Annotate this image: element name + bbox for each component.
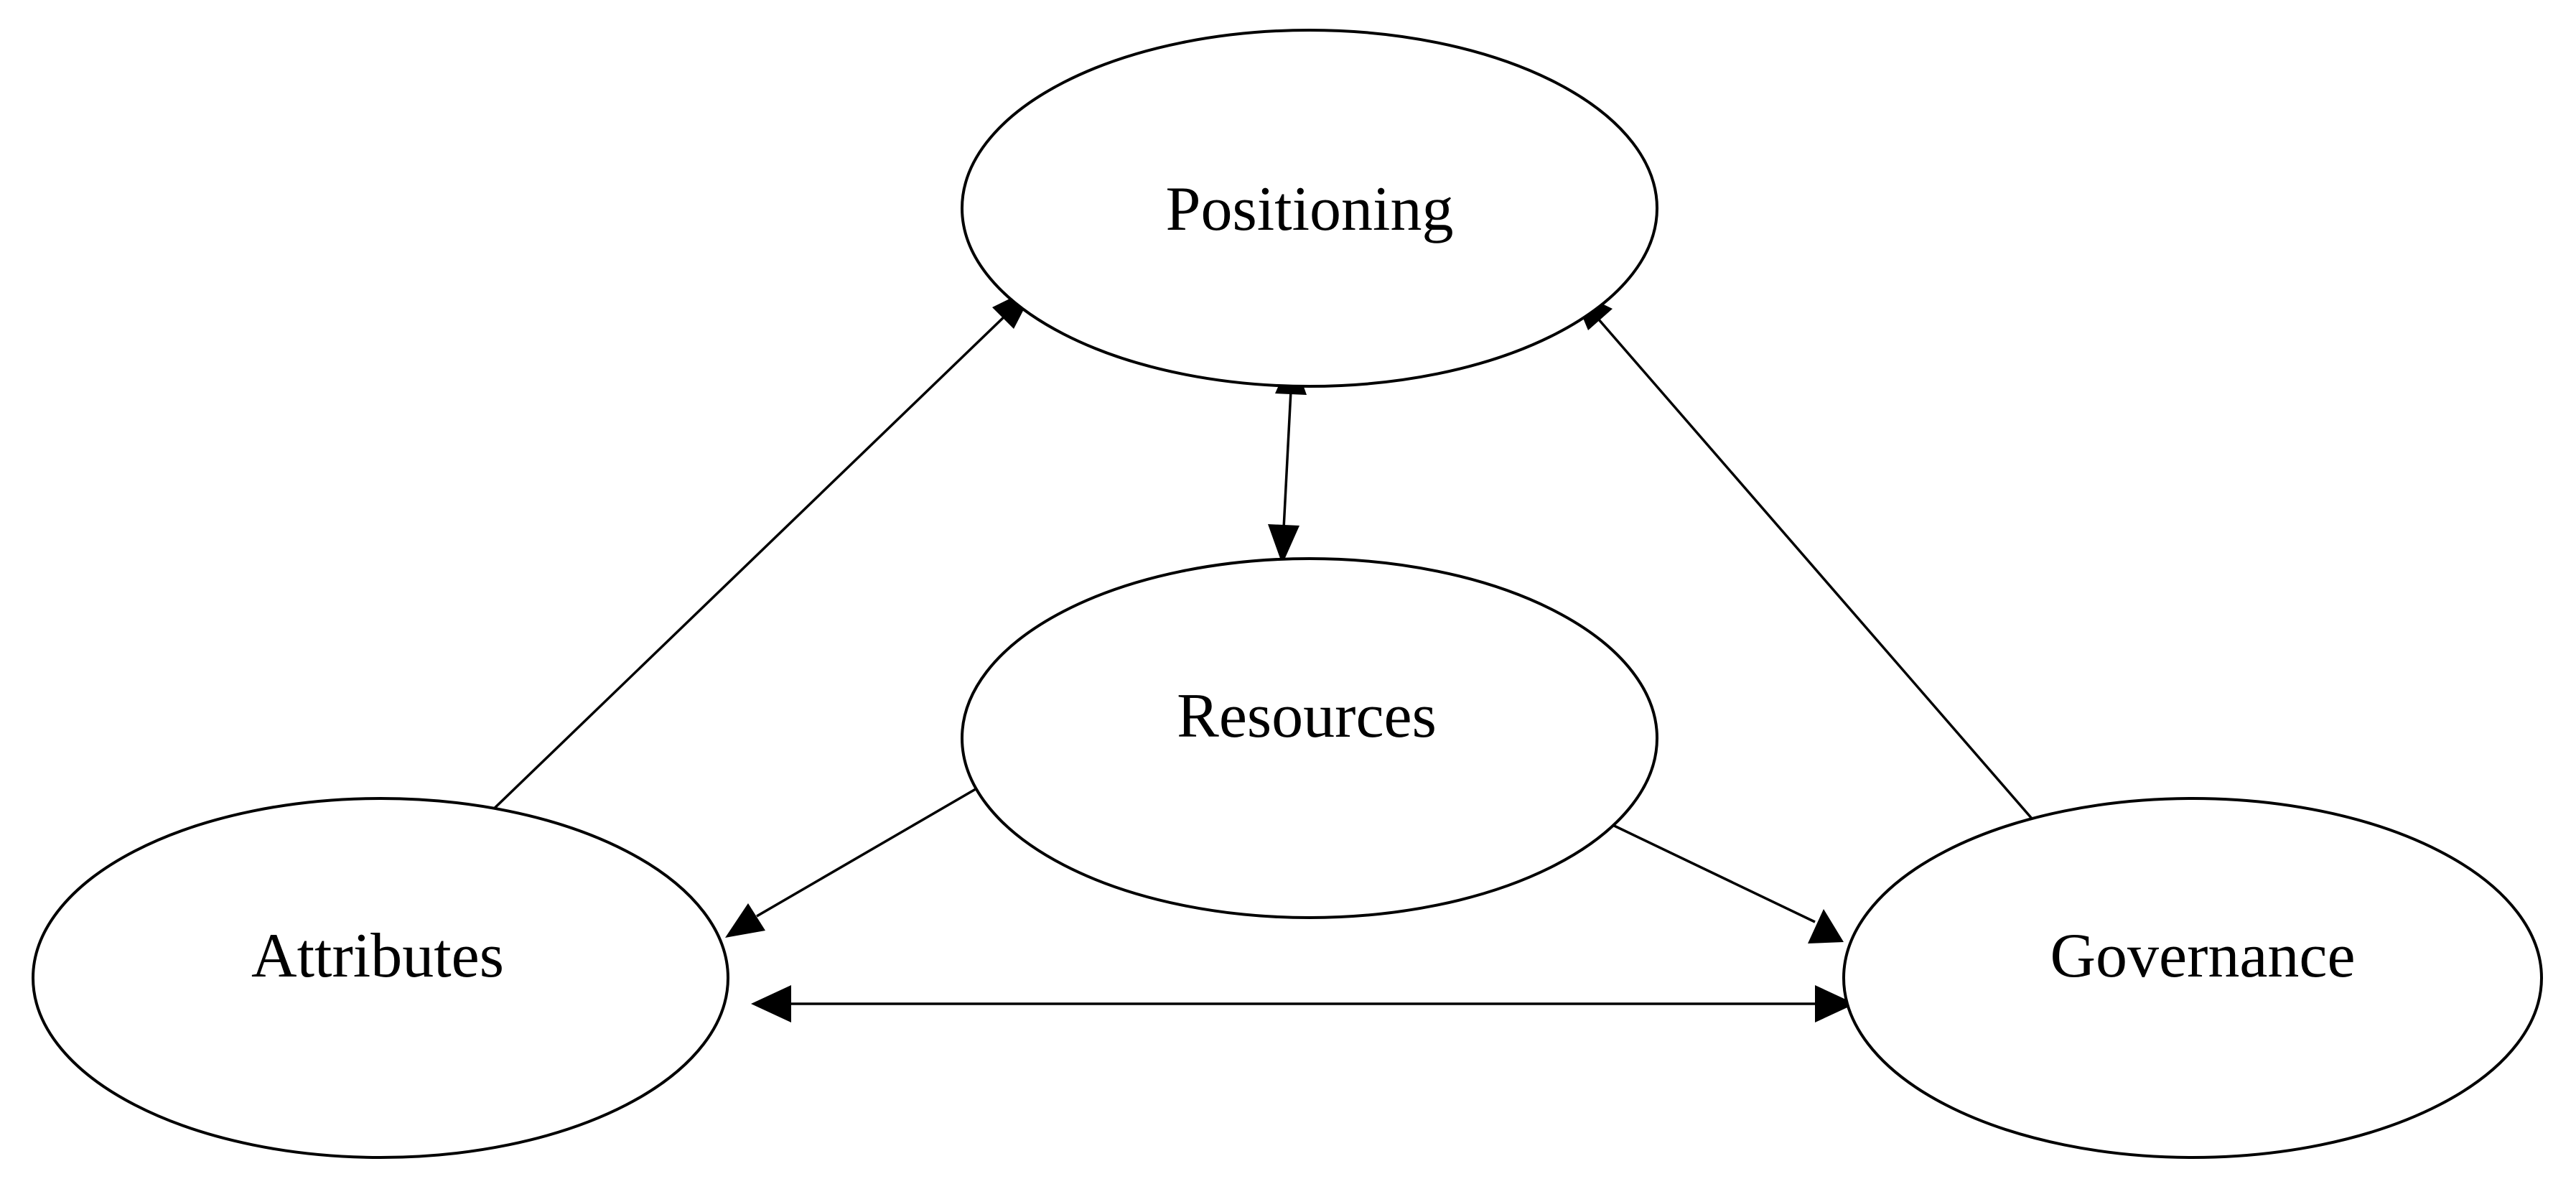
arrowhead-governance-end xyxy=(1815,985,1855,1022)
edge-positioning-governance xyxy=(1571,289,2086,880)
node-positioning: Positioning xyxy=(961,29,1658,388)
edge-attributes-governance xyxy=(751,985,1855,1022)
node-attributes: Attributes xyxy=(32,797,729,1159)
node-label: Resources xyxy=(1177,681,1437,751)
arrowhead-attributes-end xyxy=(725,903,765,938)
arrowhead-attributes-end xyxy=(751,985,791,1022)
node-label: Positioning xyxy=(1166,174,1454,244)
node-label: Attributes xyxy=(251,921,504,991)
edge-positioning-attributes xyxy=(423,286,1036,879)
node-resources: Resources xyxy=(961,557,1658,919)
edge-resources-attributes xyxy=(725,770,1009,938)
node-label: Governance xyxy=(2050,921,2355,991)
arrowhead-resources-end xyxy=(1268,524,1299,564)
arrowhead-governance-end xyxy=(1808,909,1844,943)
node-governance: Governance xyxy=(1842,797,2543,1159)
